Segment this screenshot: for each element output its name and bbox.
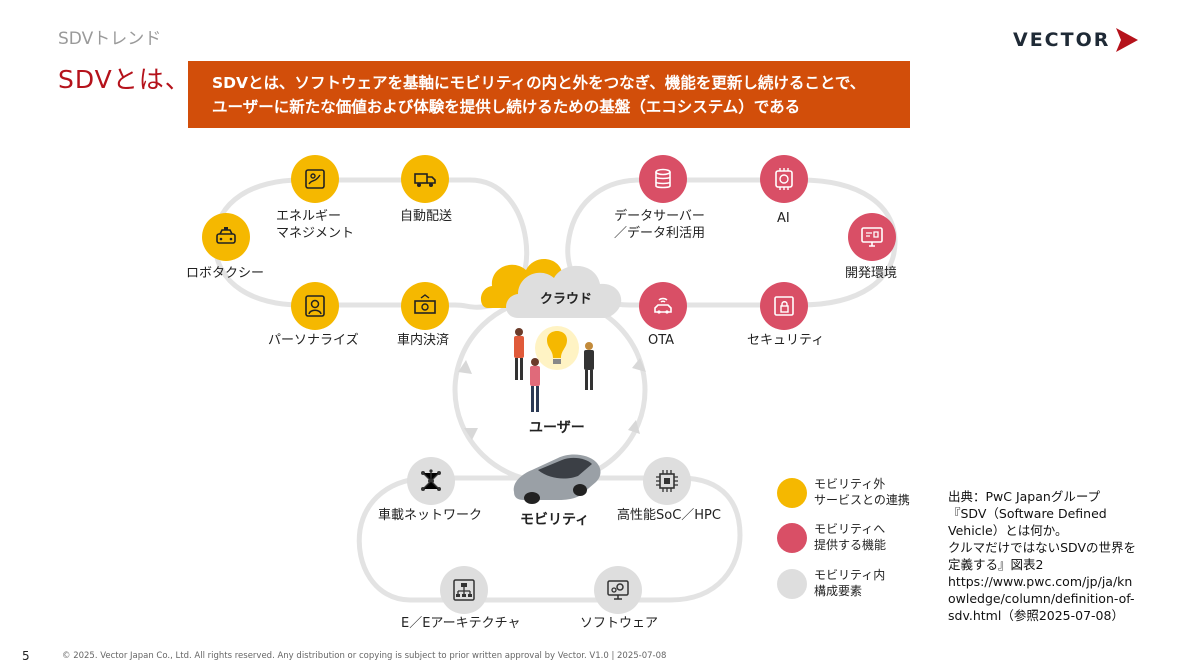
delivery-truck-icon [414,173,436,187]
architecture-icon [453,579,475,601]
legend-gray-text: モビリティ内 構成要素 [814,567,885,599]
legend-yellow-line1: モビリティ外 [814,477,886,491]
payment-icon-circle [401,282,449,330]
source-line-5: 定義する』図表2 [948,557,1044,572]
ota-label: OTA [648,333,675,348]
robotaxi-icon-circle [202,213,250,261]
lock-icon [774,296,794,316]
personalize-label: パーソナライズ [268,333,359,348]
delivery-label: 自動配送 [400,209,453,224]
payment-cash-icon [414,294,436,314]
banner-line-2: ユーザーに新たな価値および体験を提供し続けるための基盤（エコシステム）である [212,98,801,116]
monitor-icon [861,227,883,247]
source-citation: 出典：PwC Japanグループ 『SDV（Software Defined V… [948,488,1188,624]
ee-icon-circle [440,566,488,614]
data-server-label-line2: ／データ利活用 [614,226,706,241]
mobility-label: モビリティ [520,512,590,528]
soc-label: 高性能SoC／HPC [617,508,721,523]
car-illustration [513,454,601,504]
network-icon-circle [407,457,455,505]
definition-banner: SDVとは、ソフトウェアを基軸にモビリティの内と外をつなぎ、機能を更新し続けるこ… [188,61,910,128]
ai-icon-circle [760,155,808,203]
source-line-2: 『SDV（Software Defined [948,506,1107,521]
software-gear-icon [607,580,629,600]
robotaxi-label: ロボタクシー [186,266,265,281]
logo-text: VECTOR [1013,29,1111,51]
legend-red-line2: 提供する機能 [814,538,887,552]
page-title: SDVとは、 [58,65,191,94]
page-number: 5 [22,649,30,663]
legend-gray-line1: モビリティ内 [814,568,886,582]
personalize-icon-circle [291,282,339,330]
data-server-label-line1: データサーバー [614,209,705,224]
legend-gray-dot [777,569,807,599]
legend-gray-line2: 構成要素 [814,584,863,598]
energy-icon-circle [291,155,339,203]
cloud-label: クラウド [540,292,593,307]
taxi-icon [216,227,236,244]
source-line-1: 出典：PwC Japanグループ [948,489,1101,504]
delivery-icon-circle [401,155,449,203]
legend-yellow-dot [777,478,807,508]
vector-logo: VECTOR [1013,26,1140,54]
cloud-icon [480,258,622,318]
source-line-7: owledge/column/definition-of- [948,591,1135,606]
energy-label: エネルギー マネジメント [276,208,354,242]
users-lightbulb-illustration [514,326,594,412]
source-line-3: Vehicle）とは何か。 [948,523,1068,538]
person-portrait-icon [305,295,325,317]
user-label: ユーザー [529,420,585,436]
legend-yellow-text: モビリティ外 サービスとの連携 [814,476,910,508]
source-line-4: クルマだけではないSDVの世界を [948,540,1137,555]
ai-label: AI [777,211,790,226]
soc-icon-circle [643,457,691,505]
source-line-8: sdv.html（参照2025-07-08） [948,608,1124,623]
database-icon [655,168,671,189]
software-icon-circle [594,566,642,614]
ee-label: E／Eアーキテクチャ [401,616,521,631]
banner-line-1: SDVとは、ソフトウェアを基軸にモビリティの内と外をつなぎ、機能を更新し続けるこ… [212,74,866,92]
devenv-icon-circle [848,213,896,261]
data-server-label: データサーバー ／データ利活用 [614,208,705,242]
copyright-footer: © 2025. Vector Japan Co., Ltd. All right… [62,651,667,661]
network-nodes-icon [421,469,441,491]
legend-red-text: モビリティへ 提供する機能 [814,521,886,553]
legend-yellow-line2: サービスとの連携 [814,493,910,507]
brain-chip-icon [775,168,793,190]
energy-map-icon [305,169,325,189]
logo-chevron-icon [1116,28,1139,52]
car-wifi-icon [654,297,672,314]
legend-red-line1: モビリティへ [814,522,886,536]
chip-icon [656,470,678,492]
energy-label-line2: マネジメント [276,226,355,241]
network-label: 車載ネットワーク [378,508,483,523]
devenv-label: 開発環境 [845,266,898,281]
software-label: ソフトウェア [580,616,659,631]
legend-red-dot [777,523,807,553]
security-icon-circle [760,282,808,330]
ota-icon-circle [639,282,687,330]
payment-label: 車内決済 [397,333,450,348]
security-label: セキュリティ [747,333,825,348]
energy-label-line1: エネルギー [276,209,342,224]
section-label: SDVトレンド [58,29,162,49]
source-line-6: https://www.pwc.com/jp/ja/kn [948,574,1133,589]
data-server-icon-circle [639,155,687,203]
